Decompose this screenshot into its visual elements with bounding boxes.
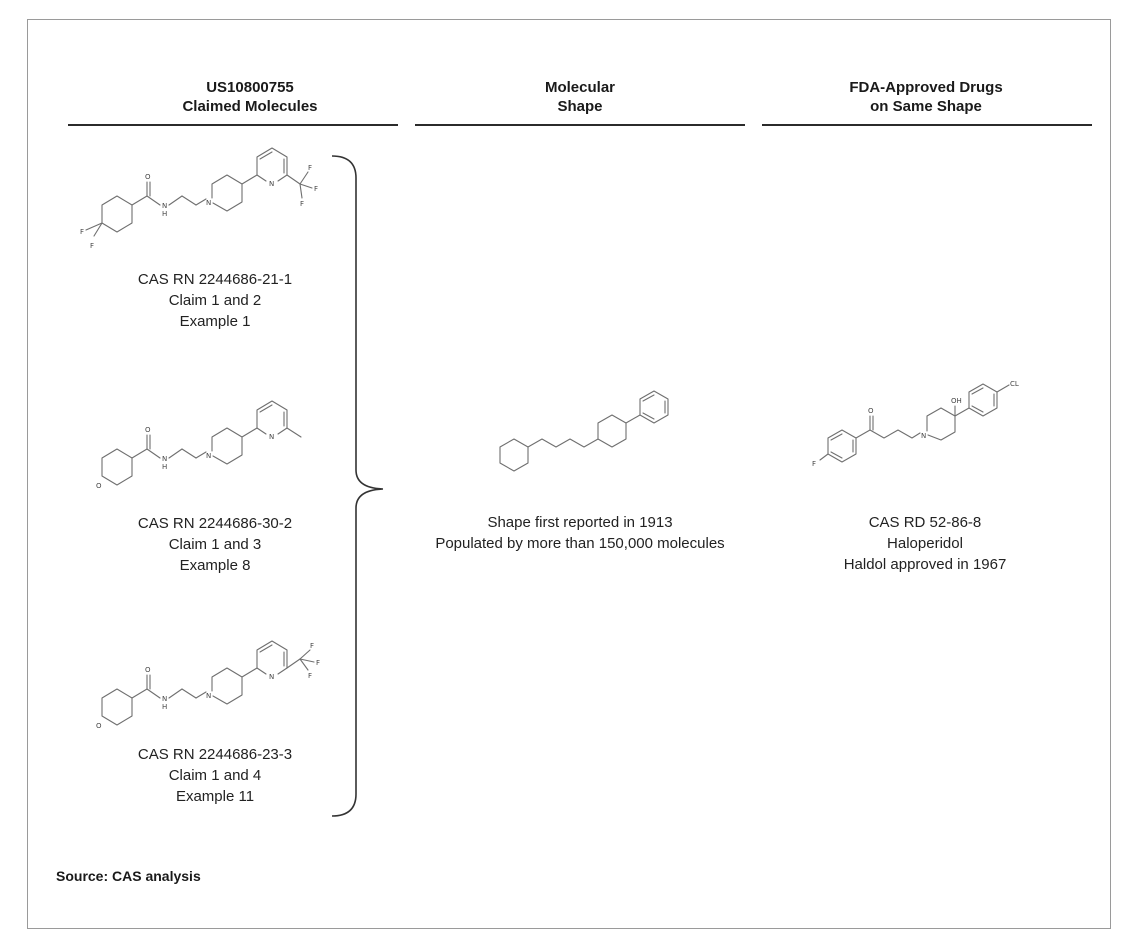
svg-text:F: F (812, 460, 816, 468)
claimed-molecule-2-caption: CAS RN 2244686-30-2 Claim 1 and 3 Exampl… (100, 513, 330, 576)
svg-text:O: O (145, 666, 151, 674)
svg-text:F: F (90, 242, 94, 250)
svg-text:F: F (300, 200, 304, 208)
svg-text:N: N (162, 695, 167, 703)
claimed-molecule-1-caption: CAS RN 2244686-21-1 Claim 1 and 2 Exampl… (100, 269, 330, 332)
svg-text:N: N (162, 202, 167, 210)
fda-drug-cas: CAS RD 52-86-8 (868, 514, 982, 531)
claimed-molecule-2-claim: Claim 1 and 3 (168, 536, 262, 553)
fda-drug-name: Haloperidol (887, 535, 963, 552)
column-header-fda: FDA-Approved Drugs on Same Shape (776, 78, 1076, 116)
claimed-molecule-1-structure: F F O N H N N F F F (80, 147, 318, 250)
svg-text:F: F (308, 672, 312, 680)
svg-text:N: N (206, 692, 211, 700)
molecular-shape-structure (499, 390, 669, 472)
molecular-shape-line1: Shape first reported in 1913 (487, 514, 673, 531)
svg-text:O: O (96, 482, 102, 490)
svg-text:F: F (310, 642, 314, 650)
claimed-molecule-3-structure: O O N H N N F F F (96, 640, 320, 730)
claimed-molecule-3-cas: CAS RN 2244686-23-3 (137, 746, 293, 763)
svg-text:H: H (162, 463, 167, 471)
claimed-molecule-3-example: Example 11 (175, 788, 255, 805)
svg-text:O: O (868, 407, 874, 415)
column-header-shape: Molecular Shape (430, 78, 730, 116)
svg-text:O: O (96, 722, 102, 730)
svg-text:F: F (80, 228, 84, 236)
column-rule-claimed (68, 124, 398, 126)
claimed-molecule-1-claim: Claim 1 and 2 (168, 292, 262, 309)
figure-frame (27, 19, 1111, 929)
molecular-shape-line2: Populated by more than 150,000 molecules (435, 535, 725, 552)
svg-text:N: N (269, 673, 274, 681)
claimed-molecule-2-structure: O O N H N N (96, 400, 302, 490)
claimed-molecule-1-cas: CAS RN 2244686-21-1 (137, 271, 293, 288)
fda-drug-caption: CAS RD 52-86-8 Haloperidol Haldol approv… (810, 512, 1040, 575)
svg-text:N: N (162, 455, 167, 463)
haloperidol-structure: F O N OH CL (812, 380, 1019, 468)
column-header-claimed-line1: US10800755 (206, 79, 294, 96)
claimed-molecule-2-example: Example 8 (179, 557, 251, 574)
svg-text:H: H (162, 703, 167, 711)
svg-text:N: N (921, 432, 926, 440)
column-header-claimed-line2: Claimed Molecules (182, 98, 318, 115)
column-header-claimed: US10800755 Claimed Molecules (100, 78, 400, 116)
molecular-shape-caption: Shape first reported in 1913 Populated b… (405, 512, 755, 554)
svg-text:F: F (316, 659, 320, 667)
svg-text:F: F (308, 164, 312, 172)
column-header-shape-line1: Molecular (544, 79, 616, 96)
claimed-molecule-3-caption: CAS RN 2244686-23-3 Claim 1 and 4 Exampl… (100, 744, 330, 807)
column-rule-shape (415, 124, 745, 126)
svg-text:OH: OH (951, 397, 962, 405)
column-header-shape-line2: Shape (557, 98, 603, 115)
svg-text:N: N (206, 199, 211, 207)
column-header-fda-line1: FDA-Approved Drugs (849, 79, 1003, 96)
fda-drug-approval: Haldol approved in 1967 (843, 556, 1007, 573)
column-header-fda-line2: on Same Shape (870, 98, 982, 115)
svg-text:F: F (314, 185, 318, 193)
claimed-molecule-2-cas: CAS RN 2244686-30-2 (137, 515, 293, 532)
svg-text:O: O (145, 173, 151, 181)
claimed-molecule-1-example: Example 1 (179, 313, 251, 330)
svg-text:N: N (269, 180, 274, 188)
source-note: Source: CAS analysis (56, 868, 201, 884)
grouping-brace (331, 155, 384, 817)
column-rule-fda (762, 124, 1092, 126)
svg-text:O: O (145, 426, 151, 434)
svg-text:N: N (269, 433, 274, 441)
svg-text:CL: CL (1010, 380, 1019, 388)
claimed-molecule-3-claim: Claim 1 and 4 (168, 767, 262, 784)
svg-text:H: H (162, 210, 167, 218)
svg-text:N: N (206, 452, 211, 460)
